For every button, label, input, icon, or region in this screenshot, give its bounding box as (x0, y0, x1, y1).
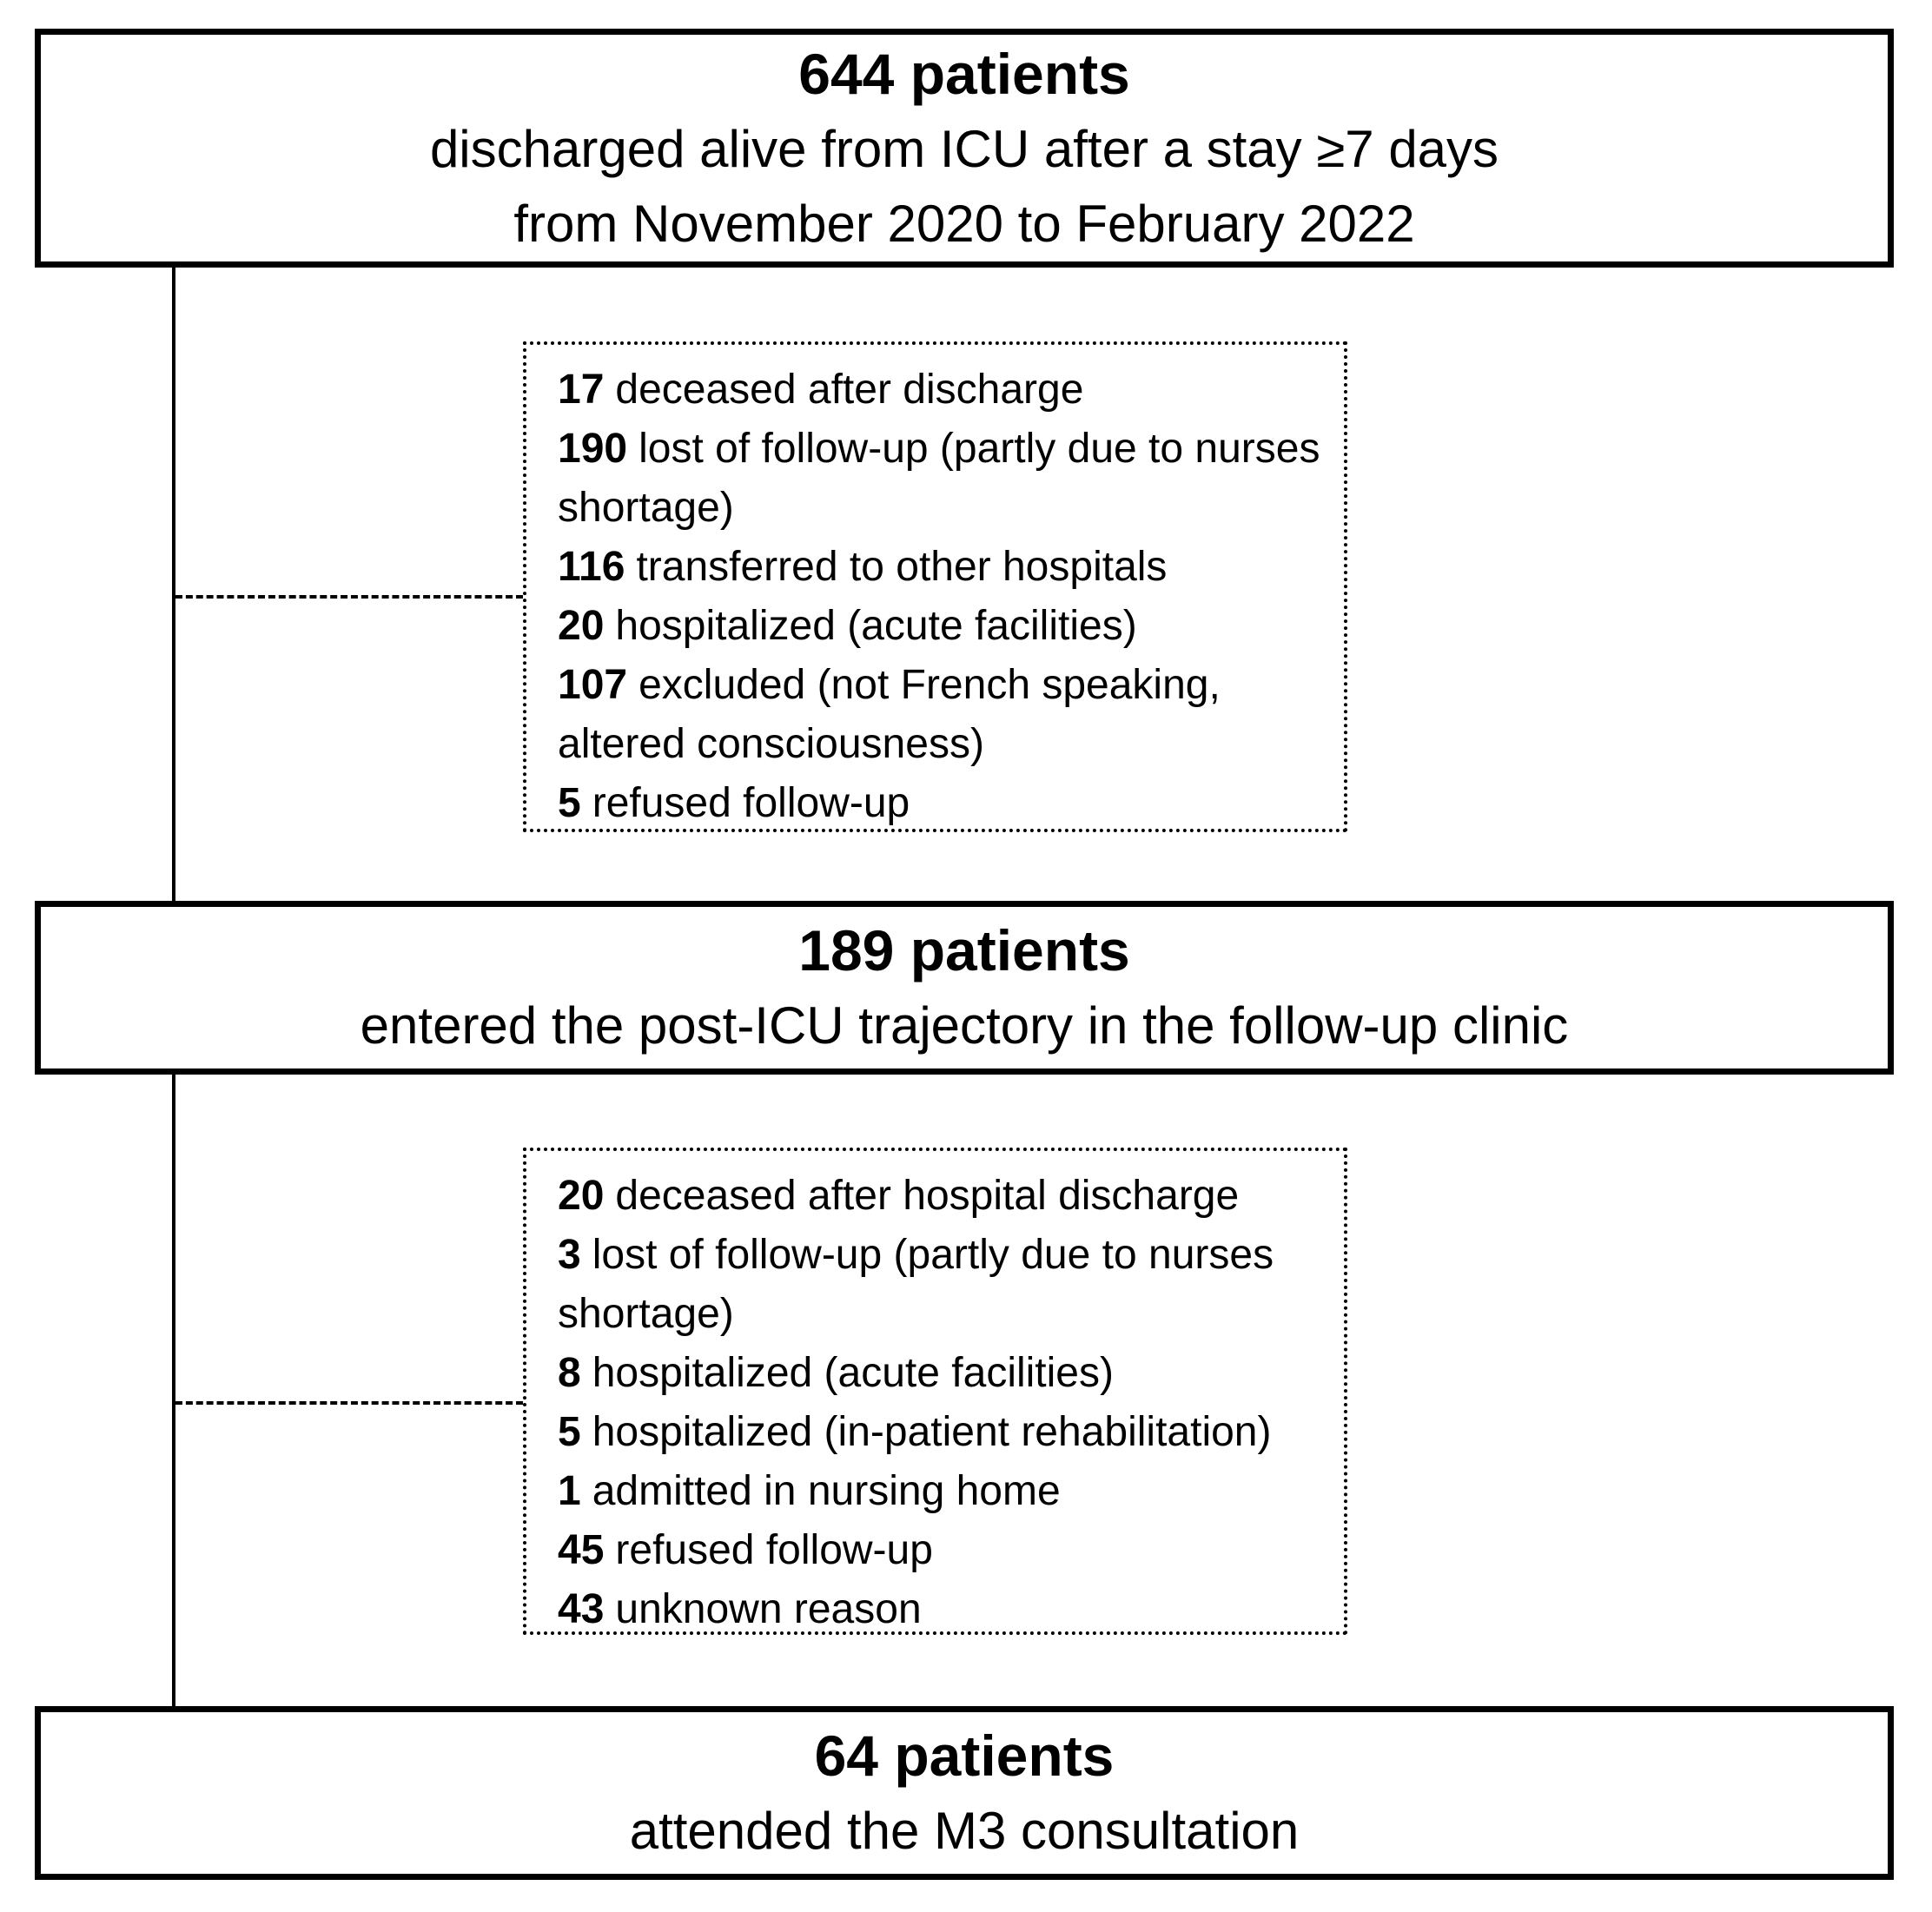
enrollment-period: from November 2020 to February 2022 (513, 194, 1415, 253)
exclusion-reason: refused follow-up (615, 1527, 933, 1573)
exclusion-reason: excluded (not French speaking, altered c… (558, 662, 1221, 767)
exclusion-reason: refused follow-up (592, 780, 910, 826)
exclusion-count: 20 (558, 603, 605, 649)
connector-dashed-to-exclusions-2 (175, 1401, 523, 1405)
followup-count: 189 patients (798, 918, 1130, 982)
exclusion-count: 17 (558, 367, 605, 413)
connector-dashed-to-exclusions-1 (175, 595, 523, 599)
enrollment-box: 644 patients discharged alive from ICU a… (35, 29, 1894, 268)
m3-count: 64 patients (814, 1723, 1115, 1788)
exclusion-count: 45 (558, 1527, 605, 1573)
m3-consultation-box: 64 patients attended the M3 consultation (35, 1706, 1894, 1880)
exclusion-count: 107 (558, 662, 628, 708)
exclusion-count: 20 (558, 1173, 605, 1219)
exclusion-count: 3 (558, 1232, 581, 1278)
exclusion-count: 116 (558, 544, 625, 590)
exclusion-count: 8 (558, 1350, 581, 1396)
m3-description: attended the M3 consultation (629, 1802, 1300, 1860)
connector-line-middle-to-bottom (172, 1075, 175, 1706)
exclusion-reason: hospitalized (acute facilities) (615, 603, 1137, 649)
exclusion-reason: deceased after discharge (615, 367, 1084, 413)
followup-clinic-box: 189 patients entered the post-ICU trajec… (35, 901, 1894, 1075)
exclusion-reason: deceased after hospital discharge (615, 1173, 1240, 1219)
exclusion-reason: hospitalized (in-patient rehabilitation) (592, 1409, 1272, 1455)
exclusion-count: 5 (558, 1409, 581, 1455)
connector-line-top-to-middle (172, 268, 175, 901)
exclusion-reason: lost of follow-up (partly due to nurses … (558, 426, 1320, 531)
exclusion-count: 43 (558, 1586, 605, 1632)
exclusion-count: 5 (558, 780, 581, 826)
exclusion-count: 1 (558, 1468, 581, 1514)
exclusion-reason: unknown reason (615, 1586, 922, 1632)
exclusion-reason: hospitalized (acute facilities) (592, 1350, 1114, 1396)
exclusion-reason: admitted in nursing home (592, 1468, 1061, 1514)
followup-description: entered the post-ICU trajectory in the f… (360, 996, 1569, 1055)
exclusion-count: 190 (558, 426, 628, 472)
enrollment-count: 644 patients (798, 41, 1130, 106)
exclusion-reason: lost of follow-up (partly due to nurses … (558, 1232, 1274, 1337)
enrollment-description: discharged alive from ICU after a stay ≥… (429, 119, 1499, 178)
exclusion-reason: transferred to other hospitals (636, 544, 1168, 590)
